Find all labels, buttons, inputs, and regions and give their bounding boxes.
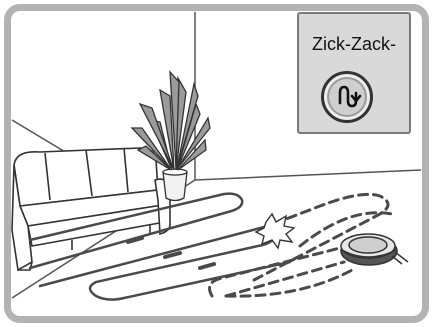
zigzag-mode-button xyxy=(321,71,373,123)
mode-label: Zick-Zack- xyxy=(299,34,409,55)
zigzag-u-turn-icon xyxy=(324,74,370,120)
mode-label-box: Zick-Zack- xyxy=(297,12,411,134)
robot-vacuum-icon xyxy=(341,234,408,265)
